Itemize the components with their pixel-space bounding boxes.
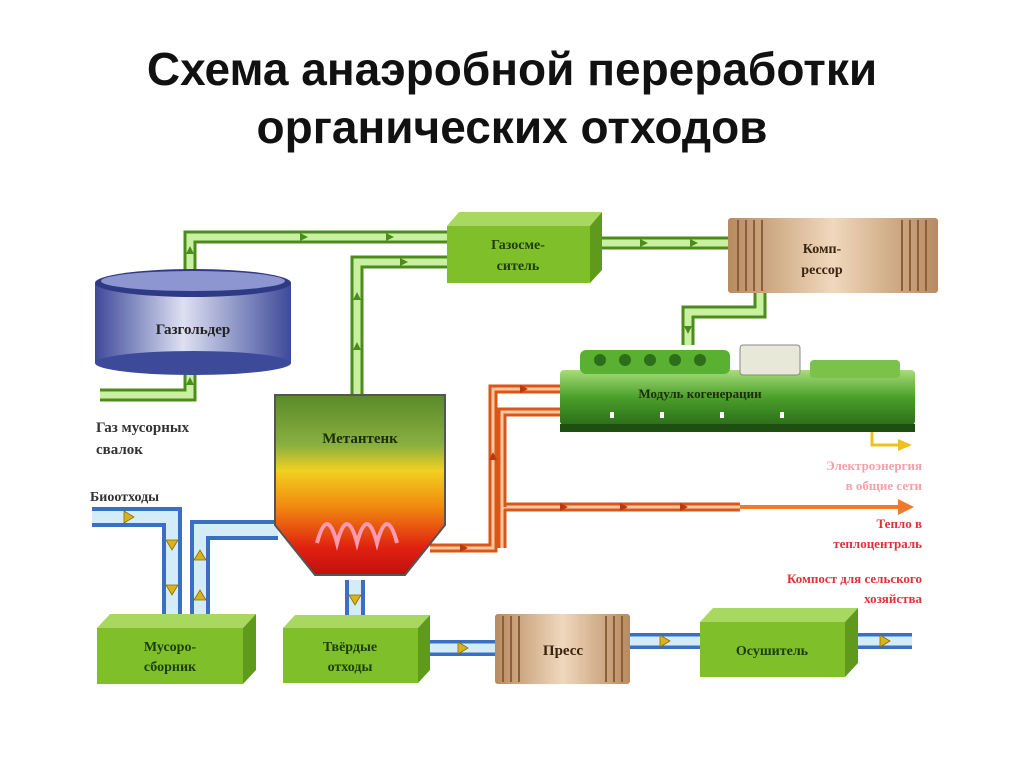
electricity-label-1: Электроэнергия [826,458,922,473]
solid-waste-label-1: Твёрдые [323,640,377,655]
heat-output-arrow [740,499,914,515]
garbage-collector: Мусоро- сборник [97,614,256,684]
compost-label-2: хозяйства [864,591,922,606]
slide-title-line-2: органических отходов [256,101,768,153]
pipe-cogeneration-to-heat [497,407,560,507]
landfill-gas-label-2: свалок [96,442,143,458]
garbage-collector-label-1: Мусоро- [144,640,197,655]
compost-label-1: Компост для сельского [787,571,922,586]
cogeneration-label: Модуль когенерации [638,386,762,401]
dryer-label: Осушитель [736,644,809,659]
methane-tank: Метантенк [274,394,446,576]
cogeneration-module: Модуль когенерации [560,344,915,432]
garbage-collector-label-2: сборник [144,660,197,675]
compressor-label-2: рессор [801,263,843,278]
pipe-tank-to-separator [350,255,447,395]
compressor-label-1: Комп- [803,242,842,257]
waste-flow-arrows [123,510,891,655]
gas-separator: Газосме- ситель [447,212,602,283]
electricity-output-arrow [870,430,912,451]
pipe-heat-to-district [497,502,740,548]
slide-title: Схема анаэробной переработки органически… [0,40,1024,156]
gas-separator-label-2: ситель [497,259,540,274]
solid-waste-label-2: отходы [328,660,373,675]
gas-flow-arrows [186,233,698,385]
methane-tank-label: Метантенк [322,431,398,447]
gasholder-label: Газгольдер [156,322,230,338]
pipe-compressor-to-cogeneration [681,292,767,345]
press: Пресс [495,614,630,684]
pipe-collector-to-tank [190,520,278,615]
compressor: Комп- рессор [728,218,938,293]
press-label: Пресс [543,643,584,659]
gas-separator-label-1: Газосме- [491,238,545,253]
heat-label-2: теплоцентраль [833,536,922,551]
heat-flow-arrows [460,385,688,552]
landfill-gas-label-1: Газ мусорных [96,420,190,436]
electricity-label-2: в общие сети [846,478,923,493]
biowaste-label: Биоотходы [90,490,159,505]
gas-pipes [100,230,767,402]
slide-title-line-1: Схема анаэробной переработки [146,43,878,95]
heat-label-1: Тепло в [877,516,923,531]
gasholder: Газгольдер [95,269,291,375]
dryer: Осушитель [700,608,858,677]
pipe-biowaste-to-collector [92,507,182,615]
solid-waste: Твёрдые отходы [283,615,430,683]
